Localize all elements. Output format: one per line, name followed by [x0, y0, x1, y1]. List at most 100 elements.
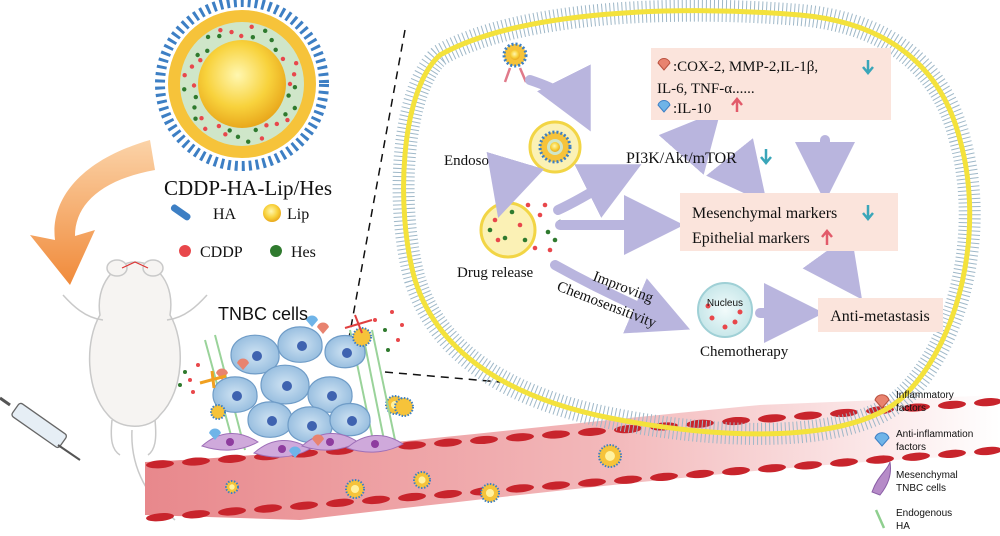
drug-dot — [182, 73, 187, 78]
drug-dot — [262, 28, 268, 34]
legend-ha: HA — [213, 206, 237, 223]
nucleus-icon — [697, 282, 753, 338]
anti-metastasis-box — [818, 298, 943, 332]
red-blood-cell — [146, 513, 174, 522]
pathway-down-arrow-icon — [760, 149, 772, 165]
red-blood-cell — [686, 419, 714, 428]
released-drug-dot — [525, 202, 531, 208]
red-blood-cell — [182, 457, 210, 466]
drug-dot — [291, 72, 297, 77]
scattered-drug-dot — [396, 338, 400, 342]
drug-dot — [235, 134, 241, 140]
markers-box — [680, 193, 898, 251]
red-blood-cell — [794, 461, 822, 470]
drug-dot — [286, 93, 291, 98]
legend-anti-l2: factors — [896, 442, 926, 453]
drug-release-vesicle — [479, 201, 563, 259]
factors-line-2: IL-6, TNF-α...... — [657, 81, 755, 97]
mesenchymal-nucleus — [278, 445, 286, 453]
red-blood-cell — [722, 466, 750, 476]
mouse-illustration — [62, 259, 208, 521]
cell-nucleus — [232, 391, 242, 401]
cell-membrane — [392, 0, 981, 445]
inflammatory-factor-icon — [657, 58, 671, 71]
down-arrow-icon — [862, 60, 874, 75]
red-blood-cell — [434, 438, 462, 447]
red-blood-cell — [830, 458, 858, 467]
nanoparticle-large — [155, 0, 329, 171]
drug-dot — [264, 123, 269, 128]
hes-icon — [270, 245, 282, 257]
scattered-drug-dot — [390, 310, 394, 314]
red-blood-cell — [974, 398, 1000, 407]
red-blood-cell — [146, 460, 174, 469]
drug-dot — [283, 112, 288, 117]
legend-ha-l1: Endogenous — [896, 508, 952, 519]
legend-inflammatory-l1: Inflammatory — [896, 390, 954, 401]
endogenous-ha-fiber — [371, 329, 396, 441]
vessel-nanoparticle-core — [605, 451, 615, 461]
legend-inflammatory-l2: factors — [896, 403, 926, 414]
legend-mesenchymal-l2: TNBC cells — [896, 483, 946, 494]
drug-dot — [205, 34, 211, 40]
drug-dot — [285, 117, 290, 123]
red-blood-cell — [218, 507, 246, 516]
red-blood-cell — [578, 478, 606, 487]
cell-nucleus — [252, 351, 262, 361]
released-drug-dot — [552, 237, 558, 243]
anti-inflammation-factor-icon — [657, 100, 671, 113]
legend-ha-fiber-icon — [874, 509, 886, 529]
particle-legend: HA Lip CDDP Hes — [170, 204, 316, 261]
tumor-mass — [178, 310, 414, 458]
red-blood-cell — [542, 481, 570, 490]
red-blood-cell — [614, 475, 642, 484]
mesenchymal-markers-label: Mesenchymal markers — [692, 205, 837, 222]
drug-dot — [193, 116, 198, 121]
drug-dot — [195, 52, 200, 58]
drug-dot — [193, 94, 199, 100]
chemotherapy-label: Chemotherapy — [700, 344, 789, 360]
ha-cleavage-mark — [199, 370, 227, 389]
red-blood-cell — [398, 441, 426, 450]
released-drug-dot — [492, 217, 498, 223]
red-blood-cell — [506, 433, 534, 442]
factor-icon — [306, 315, 318, 327]
released-drug-dot — [537, 212, 543, 218]
drug-dot — [198, 58, 203, 63]
drug-dot — [239, 33, 244, 39]
red-blood-cell — [758, 464, 786, 473]
endosome-label: Endosome — [444, 153, 508, 169]
tumor-nanoparticle — [352, 327, 372, 347]
red-blood-cell — [326, 498, 354, 507]
flow-arrows — [486, 64, 863, 343]
right-legend: Inflammatory factors Anti-inflammation f… — [871, 390, 973, 532]
mouse-marking — [121, 261, 149, 269]
factor-icon — [237, 358, 249, 370]
anti-metastasis-label: Anti-metastasis — [830, 308, 930, 325]
factors-box — [651, 48, 891, 120]
mesenchymal-nucleus — [326, 438, 334, 446]
cell-nucleus — [347, 416, 357, 426]
scattered-drug-dot — [191, 390, 195, 394]
red-blood-cell — [362, 495, 390, 505]
cddp-icon — [179, 245, 191, 257]
cell-nucleus — [282, 381, 292, 391]
cell-nucleus — [297, 341, 307, 351]
red-blood-cell — [938, 449, 966, 459]
red-blood-cell — [866, 455, 894, 464]
lip-icon — [263, 204, 281, 222]
cell-nucleus — [342, 348, 352, 358]
red-blood-cell — [182, 510, 210, 519]
drug-dot — [280, 56, 286, 62]
red-blood-cell — [830, 408, 858, 418]
drug-dot — [182, 87, 187, 92]
red-blood-cell — [254, 504, 282, 513]
red-blood-cell — [758, 414, 786, 423]
dashed-divider-2 — [384, 371, 501, 383]
scattered-drug-dot — [386, 348, 390, 352]
markers-up-arrow-icon — [821, 229, 833, 245]
factors-line-1: :COX-2, MMP-2,IL-1β, — [673, 59, 818, 75]
ha-cleavage-mark-2 — [344, 314, 373, 334]
released-drug-dot — [487, 227, 493, 233]
drug-dot — [203, 126, 208, 132]
